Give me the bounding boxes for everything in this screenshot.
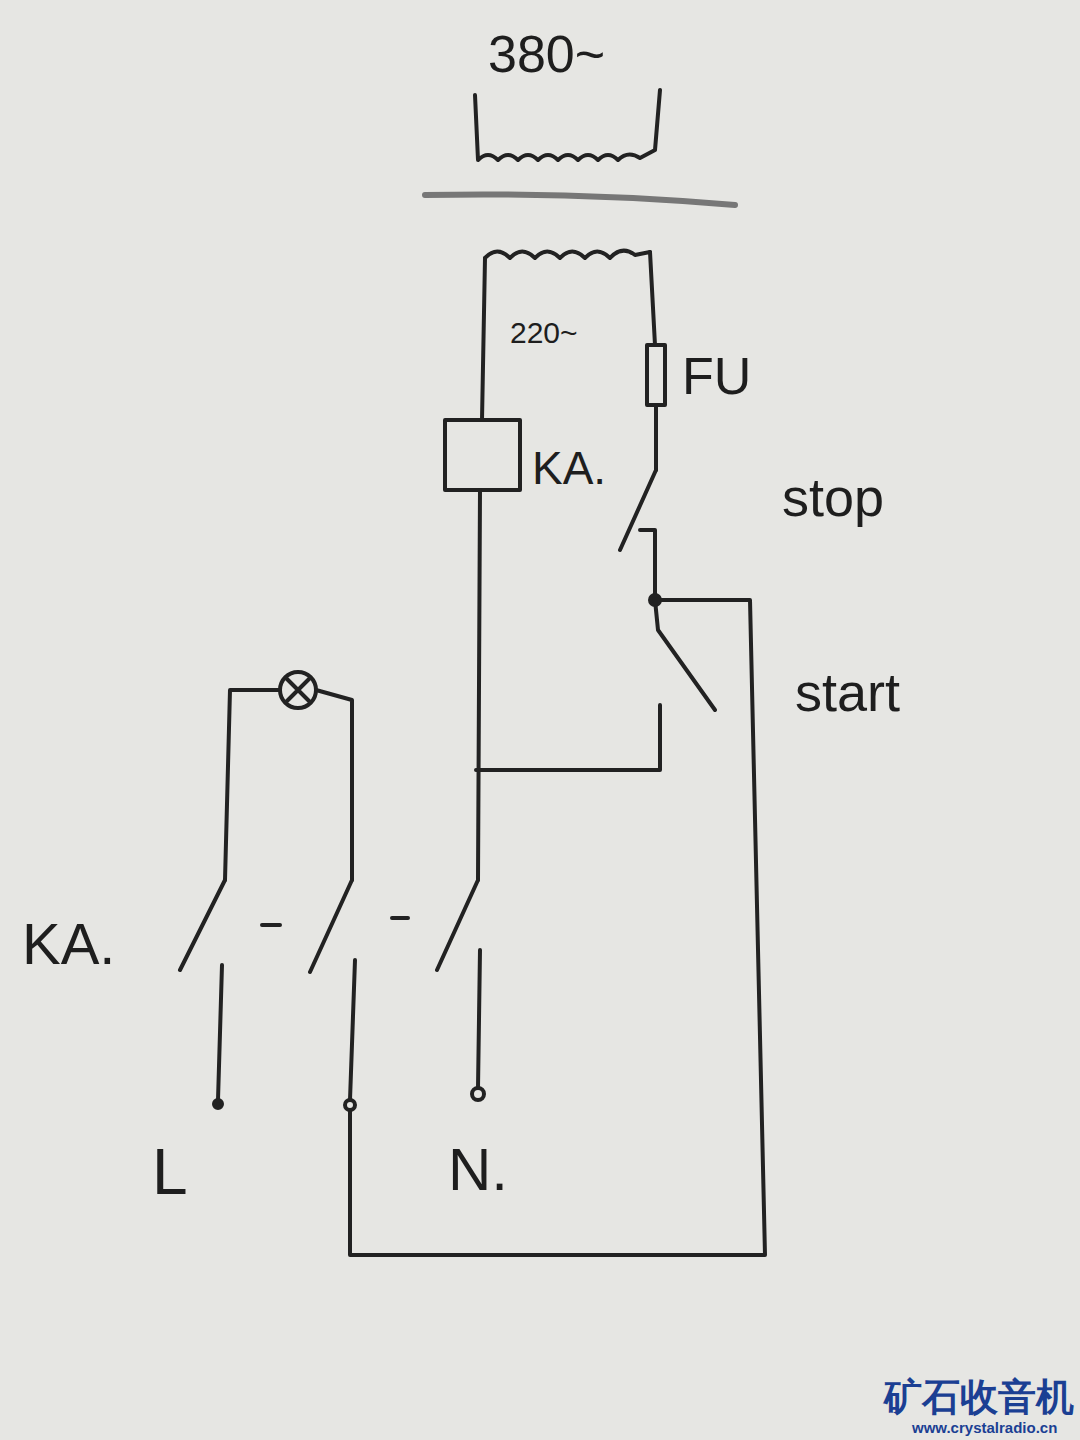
wire (478, 490, 480, 880)
voltage-label: 380~ (488, 28, 605, 80)
terminal (472, 1088, 484, 1100)
part-name: stop (782, 470, 884, 524)
terminal-name: N. (448, 1140, 508, 1200)
start-switch (476, 600, 715, 770)
part-name: start (795, 665, 900, 719)
wire (654, 405, 658, 470)
watermark: www.crystalradio.cn (912, 1420, 1057, 1435)
lamp-symbol (286, 678, 310, 702)
wire (350, 600, 765, 1255)
lamp-symbol (280, 672, 316, 708)
relay-coil (445, 420, 520, 490)
terminal (214, 1100, 222, 1108)
part-name: FU (682, 350, 751, 402)
part-name: KA. (532, 445, 606, 491)
voltage-label: 220~ (510, 318, 578, 348)
wire (218, 950, 480, 1100)
wire (482, 258, 485, 420)
terminal (345, 1100, 355, 1110)
terminal-name: L (152, 1140, 188, 1204)
primary-winding (475, 90, 660, 160)
transformer-core (425, 194, 735, 205)
wire (225, 690, 352, 880)
secondary-winding (485, 251, 650, 258)
relay-contact (180, 880, 478, 972)
watermark: 矿石收音机 (884, 1378, 1074, 1416)
fuse-symbol (647, 345, 665, 405)
stop-switch (620, 470, 656, 600)
mechanical-link (262, 918, 408, 925)
part-name: KA. (22, 915, 116, 973)
wire (650, 252, 655, 345)
